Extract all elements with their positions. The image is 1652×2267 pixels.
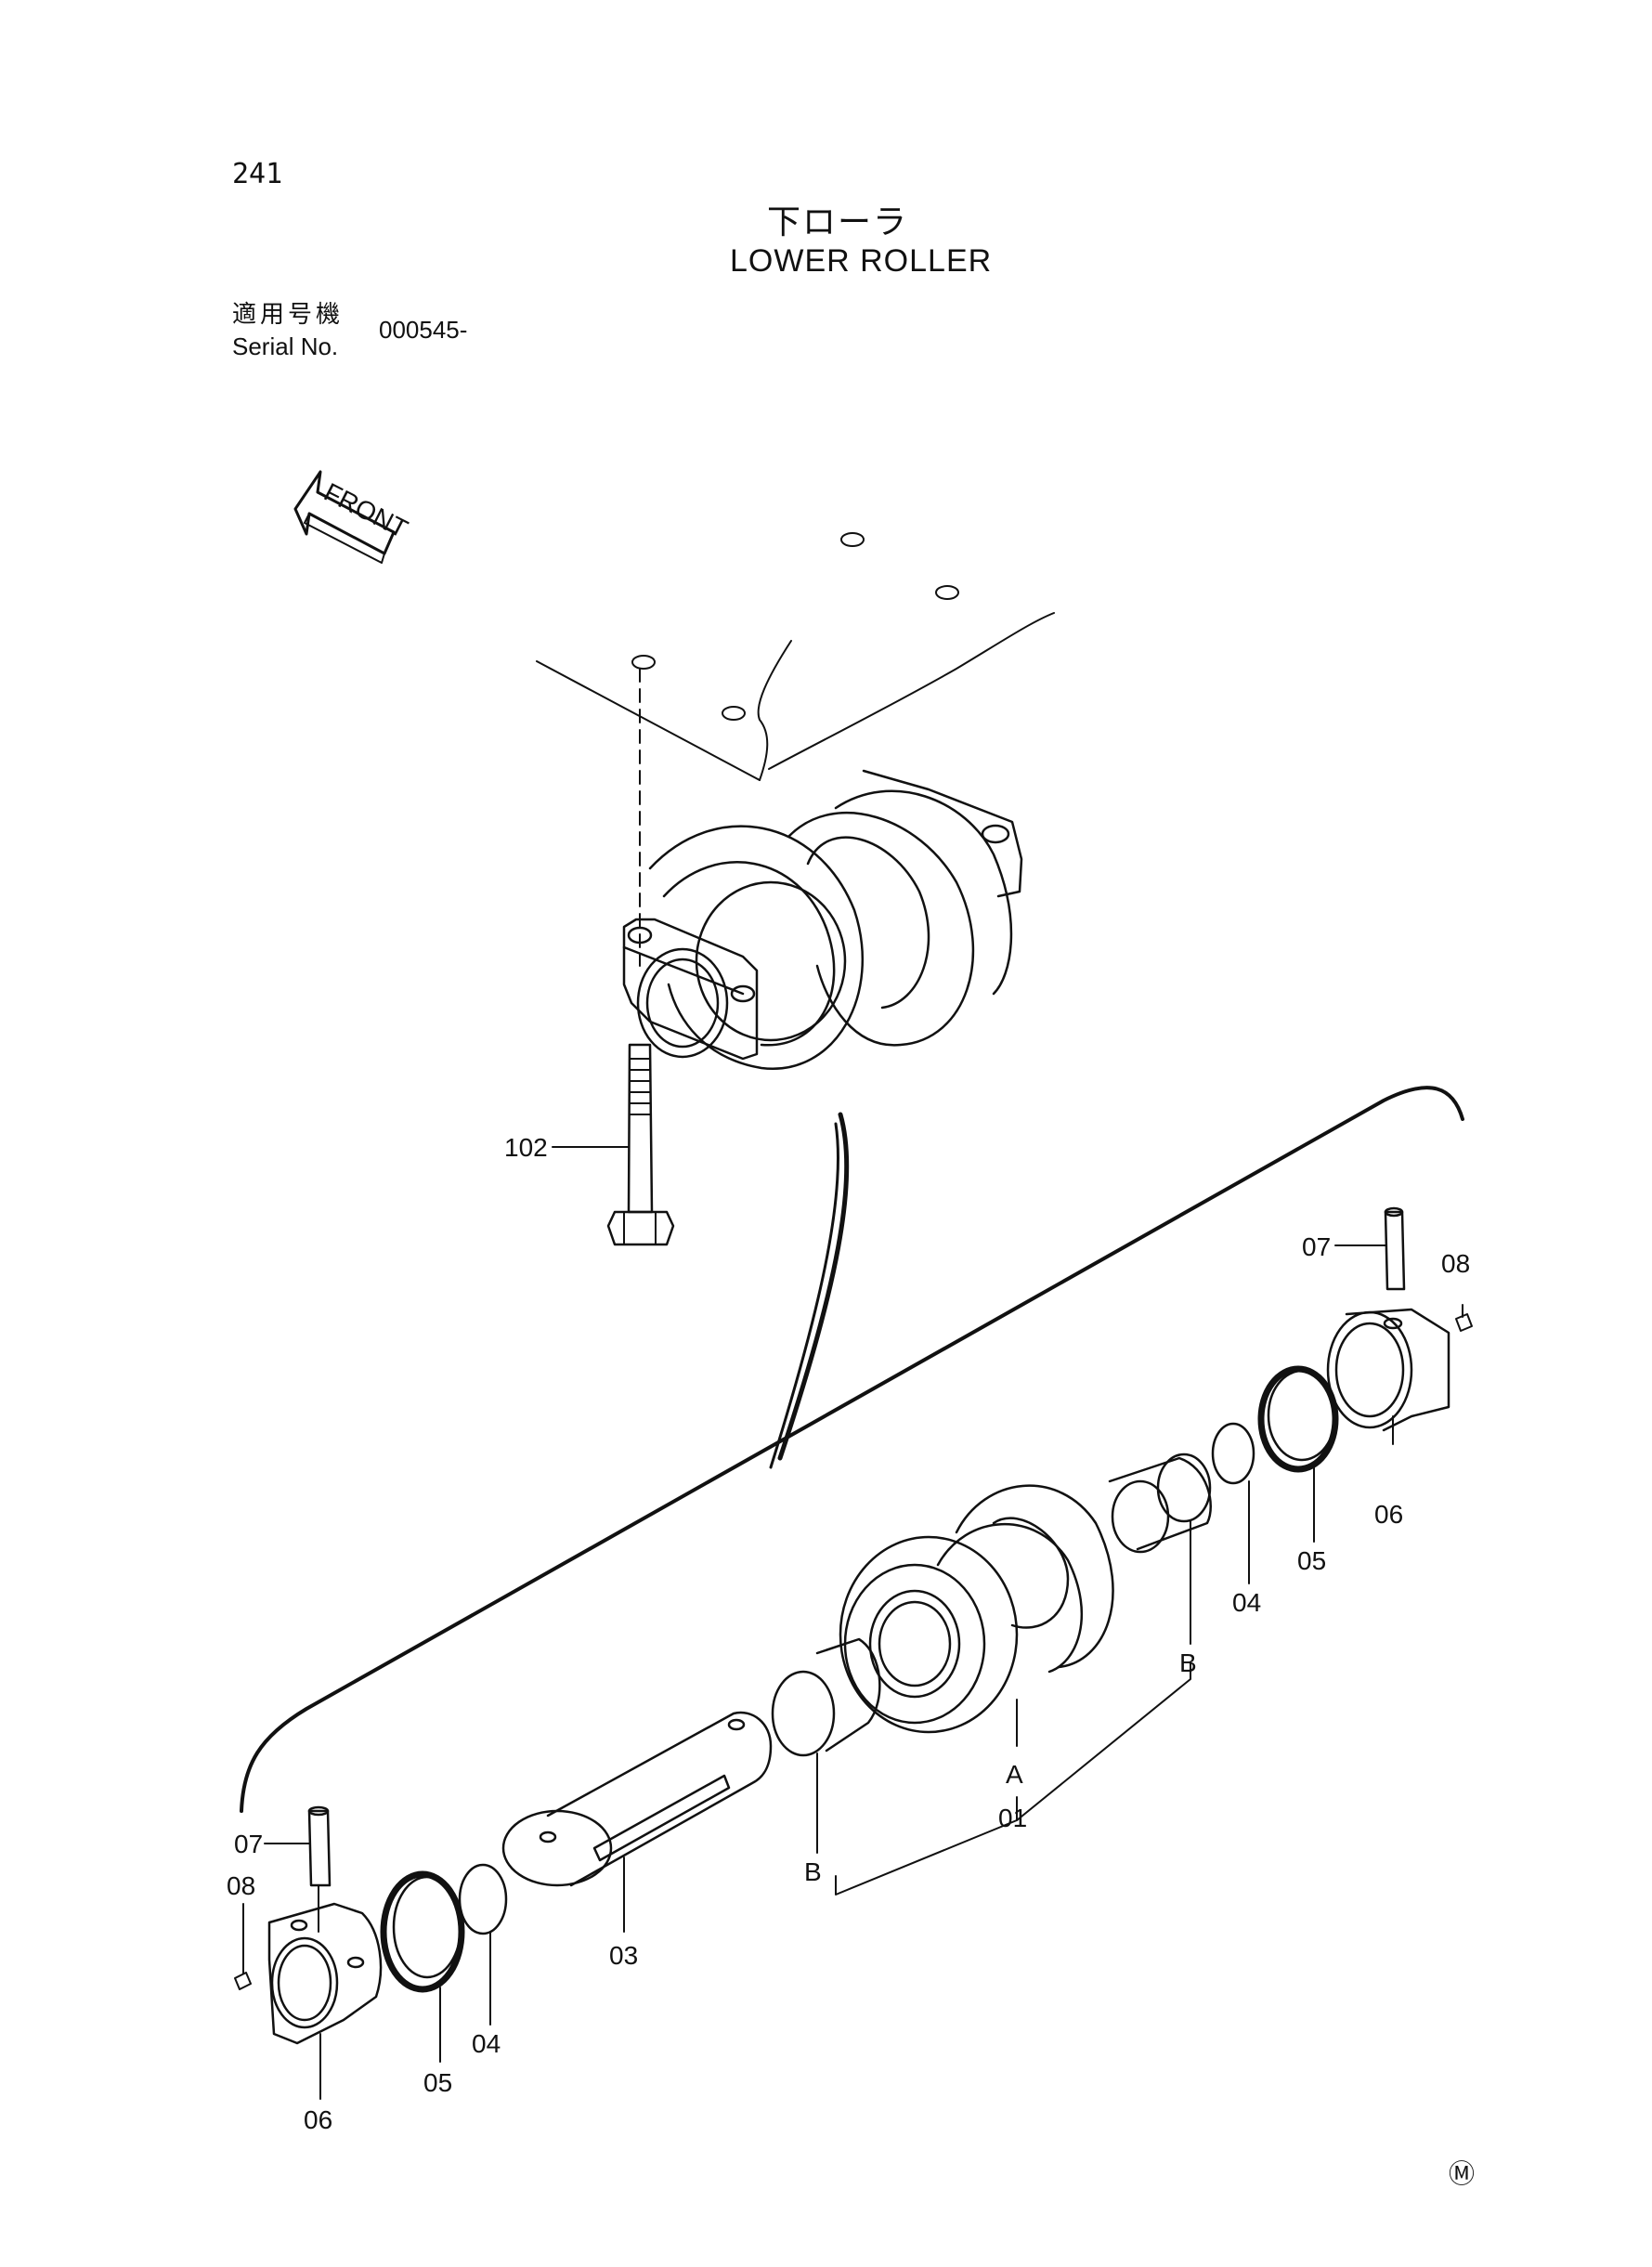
page-title-japanese: 下ローラ [767,203,909,241]
callout-06-right: 06 [1374,1500,1403,1529]
callout-05-right: 05 [1297,1546,1326,1575]
callout-06-left: 06 [304,2105,332,2134]
callout-08-left: 08 [227,1871,255,1900]
left-collar-parts [234,1805,508,2100]
callout-07-right: 07 [1302,1232,1331,1261]
roller-01 [839,1484,1191,1821]
assembled-roller [622,769,1023,1070]
serial-value: 000545- [379,316,468,344]
callout-102: 102 [504,1133,548,1162]
callout-labels: 102 07 08 06 05 04 B A 01 B 03 07 08 05 … [227,1133,1475,2188]
callout-b-right: B [1179,1648,1197,1677]
callout-07-left: 07 [234,1830,263,1858]
callout-04-right: 04 [1232,1588,1261,1617]
callout-b-left: B [804,1857,822,1886]
serial-label-japanese: 適用号機 [232,301,345,329]
exploded-view-enclosure [240,1086,1464,1813]
page-number: 241 [232,158,283,190]
front-arrow-icon: FRONT [293,470,412,564]
front-label: FRONT [319,477,412,543]
right-collar-parts [1108,1206,1473,1645]
callout-a: A [1006,1760,1023,1789]
left-bushing [771,1637,1018,1896]
page-title: LOWER ROLLER [730,243,993,279]
callout-04-left: 04 [472,2029,501,2058]
bolt-102 [552,1043,675,1246]
serial-label: Serial No. [232,332,339,360]
track-frame [536,532,1055,967]
callout-08-right: 08 [1441,1249,1470,1278]
callout-01: 01 [998,1804,1027,1832]
callout-03: 03 [609,1941,638,1970]
shaft-03 [501,1711,773,1933]
callout-05-left: 05 [423,2068,452,2097]
footer-mark: Ⓜ [1449,2159,1475,2188]
